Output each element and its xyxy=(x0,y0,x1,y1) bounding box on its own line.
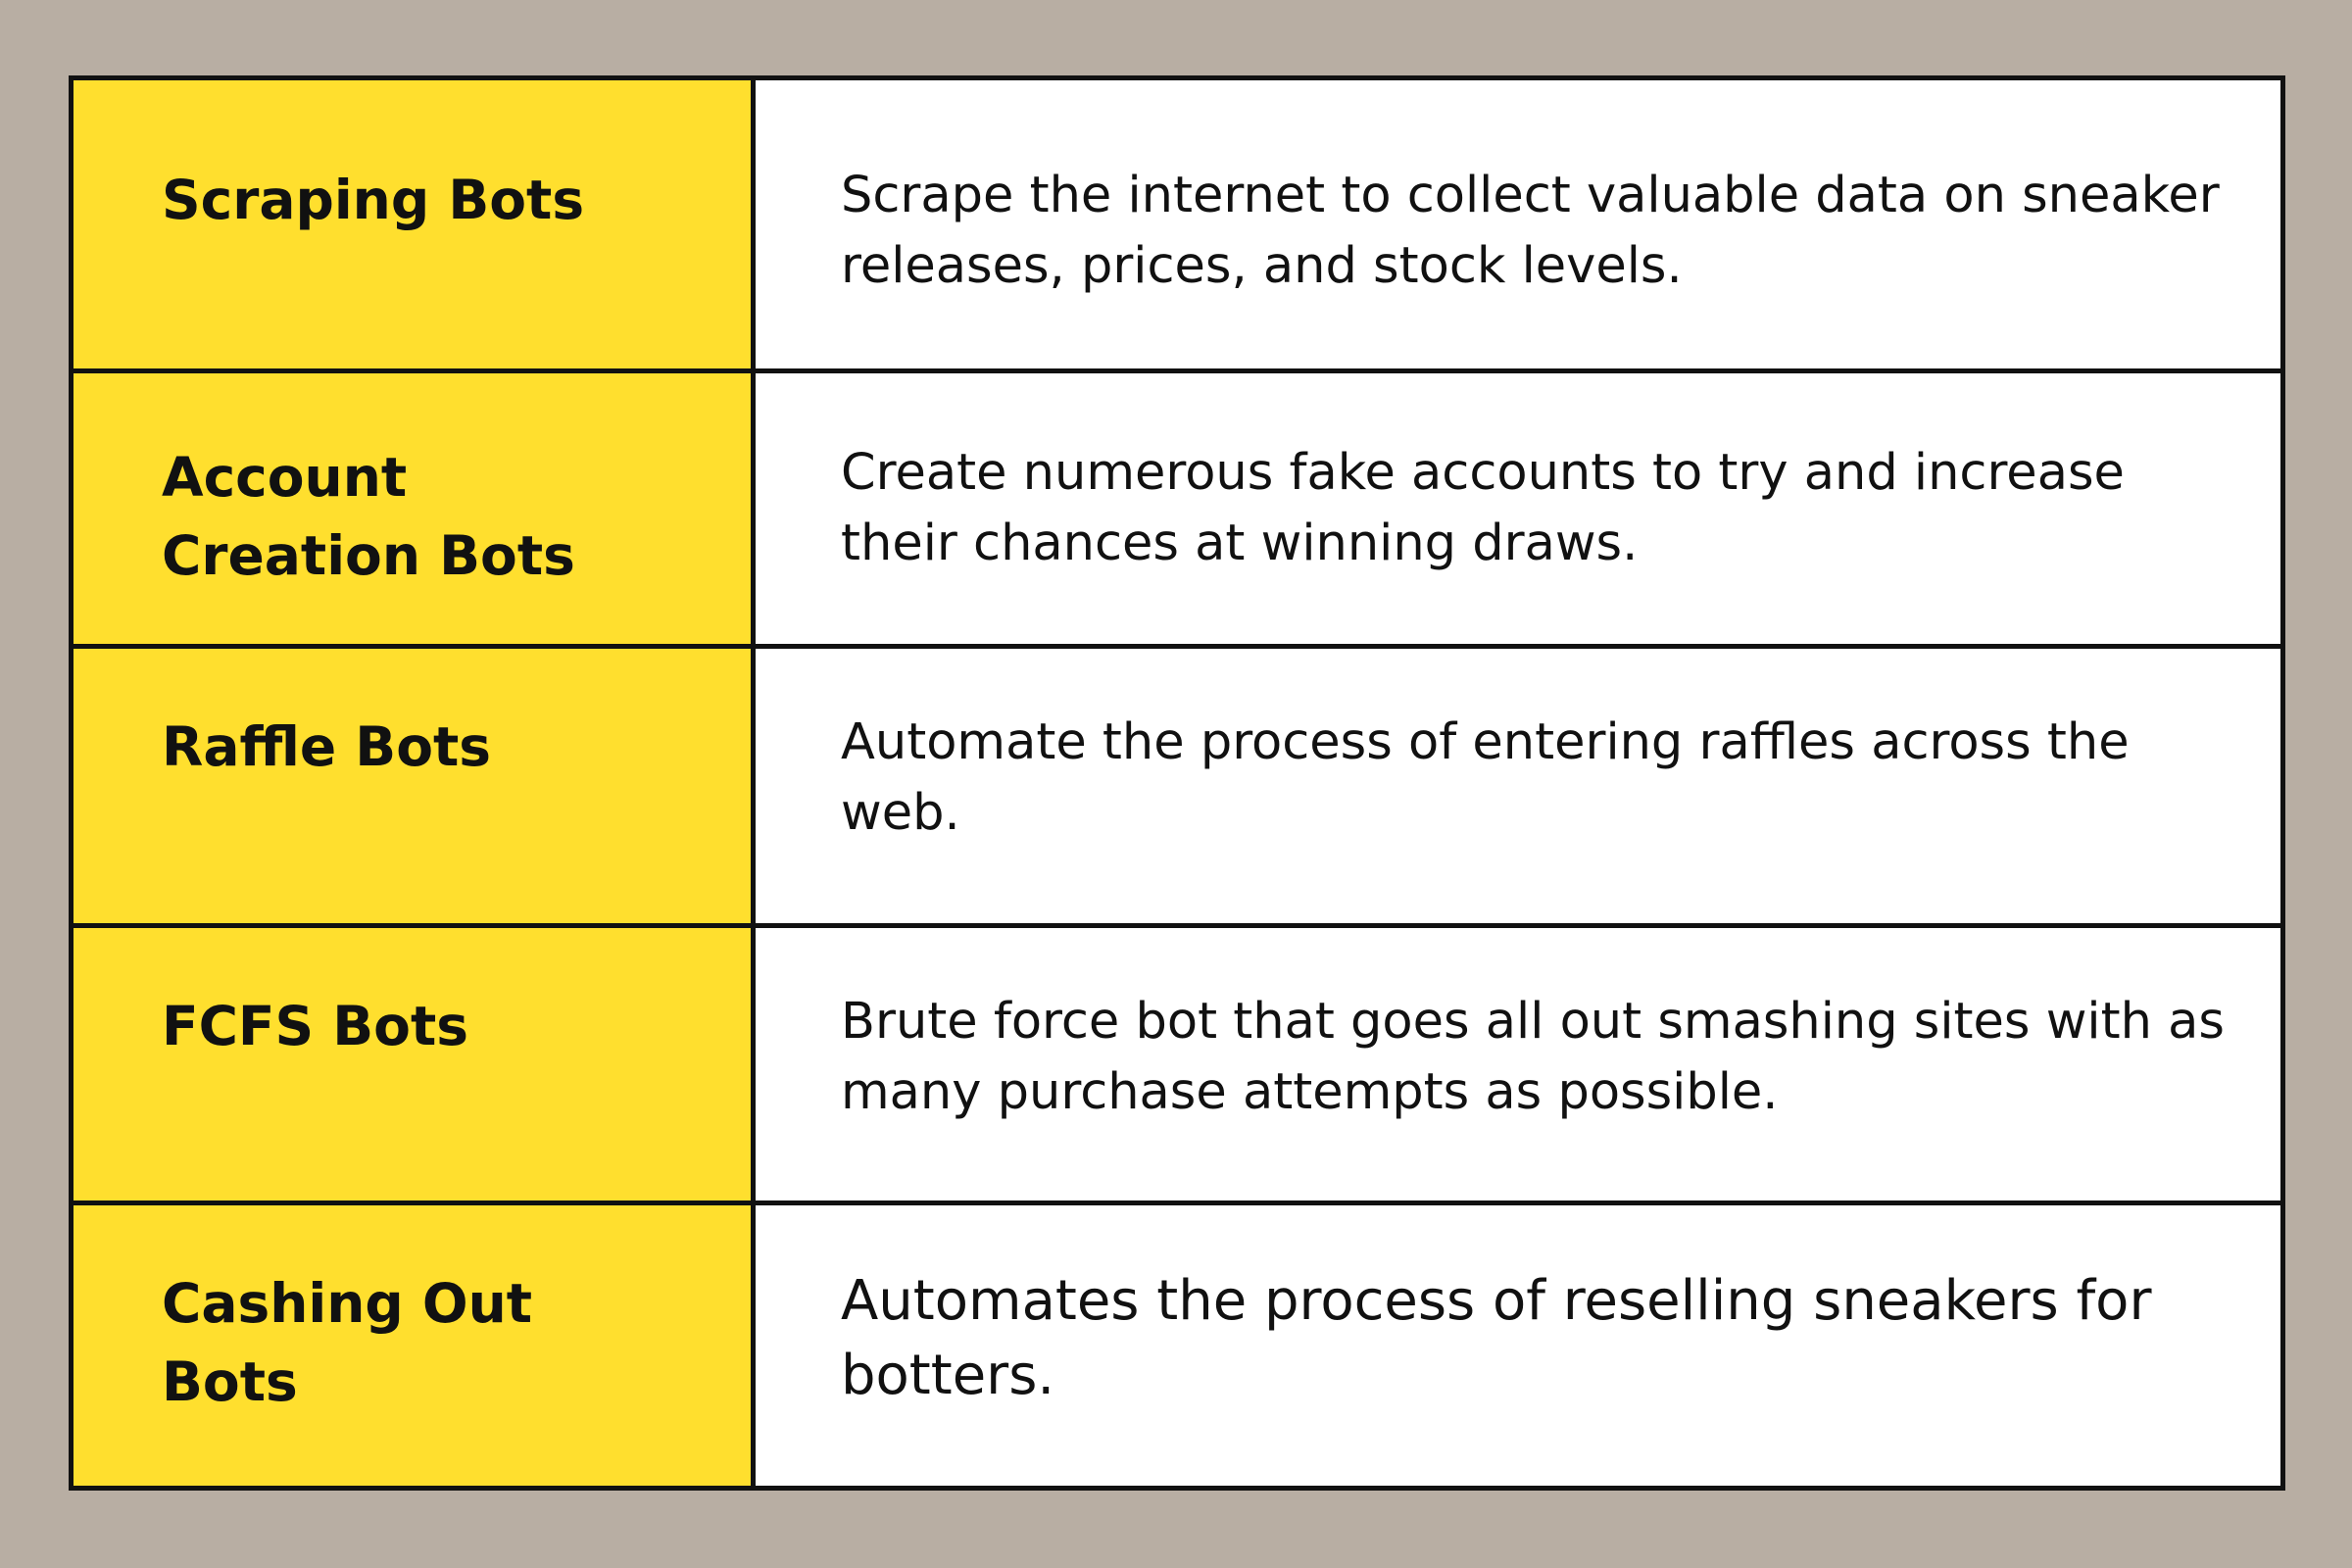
bot-description-text: Automates the process of reselling sneak… xyxy=(841,1269,2152,1407)
bot-type-label: Cashing Out Bots xyxy=(162,1272,533,1413)
bot-description-cell: Scrape the internet to collect valuable … xyxy=(756,80,2280,373)
bot-description-text: Scrape the internet to collect valuable … xyxy=(841,167,2220,295)
bot-type-cell: Scraping Bots xyxy=(74,80,756,373)
bot-description-cell: Automate the process of entering raffles… xyxy=(756,649,2280,928)
bot-description-cell: Brute force bot that goes all out smashi… xyxy=(756,928,2280,1205)
bot-type-cell: Raffle Bots xyxy=(74,649,756,928)
bot-types-table: Scraping Bots Scrape the internet to col… xyxy=(69,75,2285,1491)
bot-description-text: Automate the process of entering raffles… xyxy=(841,713,2130,842)
bot-type-label: Raffle Bots xyxy=(162,715,492,778)
bot-type-cell: Account Creation Bots xyxy=(74,373,756,649)
bot-type-cell: FCFS Bots xyxy=(74,928,756,1205)
bot-description-text: Create numerous fake accounts to try and… xyxy=(841,444,2125,572)
bot-type-label: Scraping Bots xyxy=(162,169,585,231)
bot-type-label: Account Creation Bots xyxy=(162,446,575,587)
bot-description-cell: Create numerous fake accounts to try and… xyxy=(756,373,2280,649)
bot-type-label: FCFS Bots xyxy=(162,995,469,1057)
bot-type-cell: Cashing Out Bots xyxy=(74,1205,756,1486)
bot-description-cell: Automates the process of reselling sneak… xyxy=(756,1205,2280,1486)
bot-description-text: Brute force bot that goes all out smashi… xyxy=(841,993,2225,1121)
